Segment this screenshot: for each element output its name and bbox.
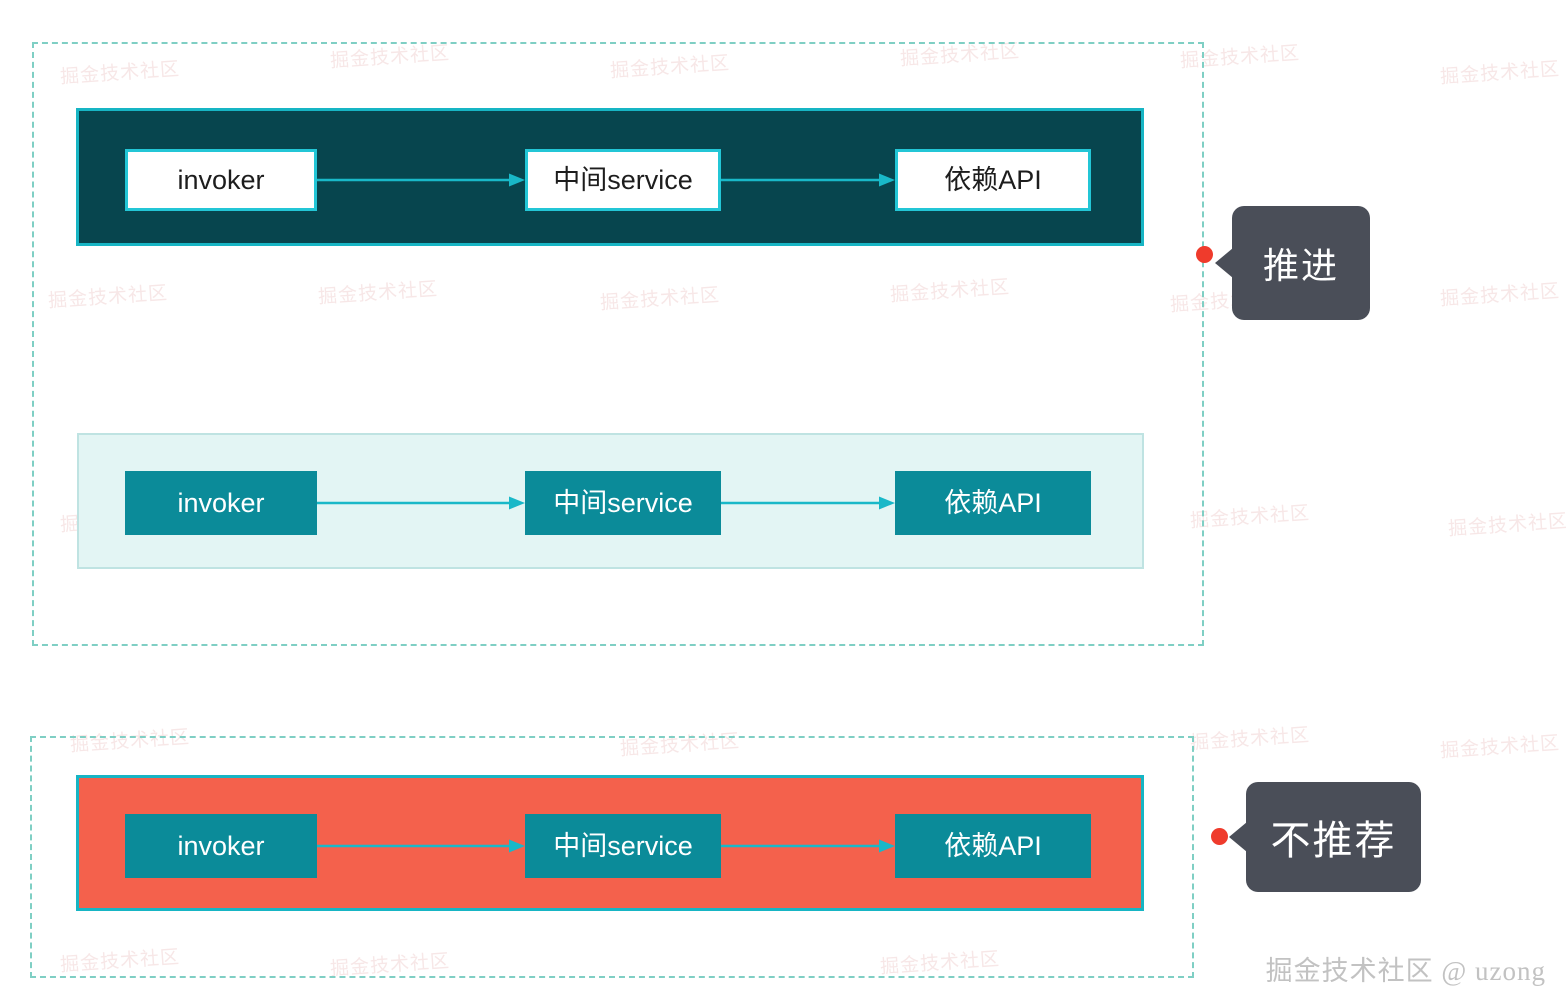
background-watermark: 掘金技术社区 <box>1439 58 1561 89</box>
node-label: 中间service <box>553 164 693 195</box>
arrow-middle-service-to-dependency-api <box>721 495 895 511</box>
flow-row: invoker 中间service 依赖API <box>79 435 1142 567</box>
node-dependency-api[interactable]: 依赖API <box>895 149 1091 211</box>
red-dot-marker-icon <box>1211 828 1228 845</box>
node-dependency-api[interactable]: 依赖API <box>895 814 1091 878</box>
arrow-middle-service-to-dependency-api <box>721 172 895 188</box>
callout-label: 推进 <box>1262 245 1339 286</box>
flow-row: invoker 中间service 依赖API <box>79 111 1141 243</box>
red-dot-marker-icon <box>1196 246 1213 263</box>
background-watermark: 掘金技术社区 <box>1439 280 1561 311</box>
arrow-invoker-to-middle-service <box>317 495 525 511</box>
red-flow-panel: invoker 中间service 依赖API <box>76 775 1144 911</box>
node-label: invoker <box>177 164 265 195</box>
background-watermark: 掘金技术社区 <box>1189 724 1311 755</box>
node-middle-service[interactable]: 中间service <box>525 814 721 878</box>
attribution-watermark: 掘金技术社区 @ uzong <box>1265 956 1546 986</box>
node-label: 依赖API <box>944 487 1042 518</box>
callout-bubble[interactable]: 不推荐 <box>1246 782 1421 892</box>
node-label: 依赖API <box>944 164 1042 195</box>
callout-bubble[interactable]: 推进 <box>1232 206 1370 320</box>
node-middle-service[interactable]: 中间service <box>525 149 721 211</box>
background-watermark: 掘金技术社区 <box>1447 510 1566 541</box>
pale-flow-panel: invoker 中间service 依赖API <box>77 433 1144 569</box>
background-watermark: 掘金技术社区 <box>1439 732 1561 763</box>
arrow-middle-service-to-dependency-api <box>721 838 895 854</box>
node-dependency-api[interactable]: 依赖API <box>895 471 1091 535</box>
node-invoker[interactable]: invoker <box>125 471 317 535</box>
node-label: 中间service <box>553 487 693 518</box>
node-label: invoker <box>177 830 265 861</box>
node-invoker[interactable]: invoker <box>125 814 317 878</box>
recommended-group-container <box>32 42 1204 646</box>
arrow-invoker-to-middle-service <box>317 172 525 188</box>
dark-flow-panel: invoker 中间service 依赖API <box>76 108 1144 246</box>
flow-row: invoker 中间service 依赖API <box>79 778 1141 908</box>
discouraged-group-container <box>30 736 1194 978</box>
callout-label: 不推荐 <box>1270 819 1397 863</box>
node-invoker[interactable]: invoker <box>125 149 317 211</box>
node-label: 中间service <box>553 830 693 861</box>
arrow-invoker-to-middle-service <box>317 838 525 854</box>
background-watermark: 掘金技术社区 <box>1189 502 1311 533</box>
node-middle-service[interactable]: 中间service <box>525 471 721 535</box>
node-label: 依赖API <box>944 830 1042 861</box>
node-label: invoker <box>177 487 265 518</box>
